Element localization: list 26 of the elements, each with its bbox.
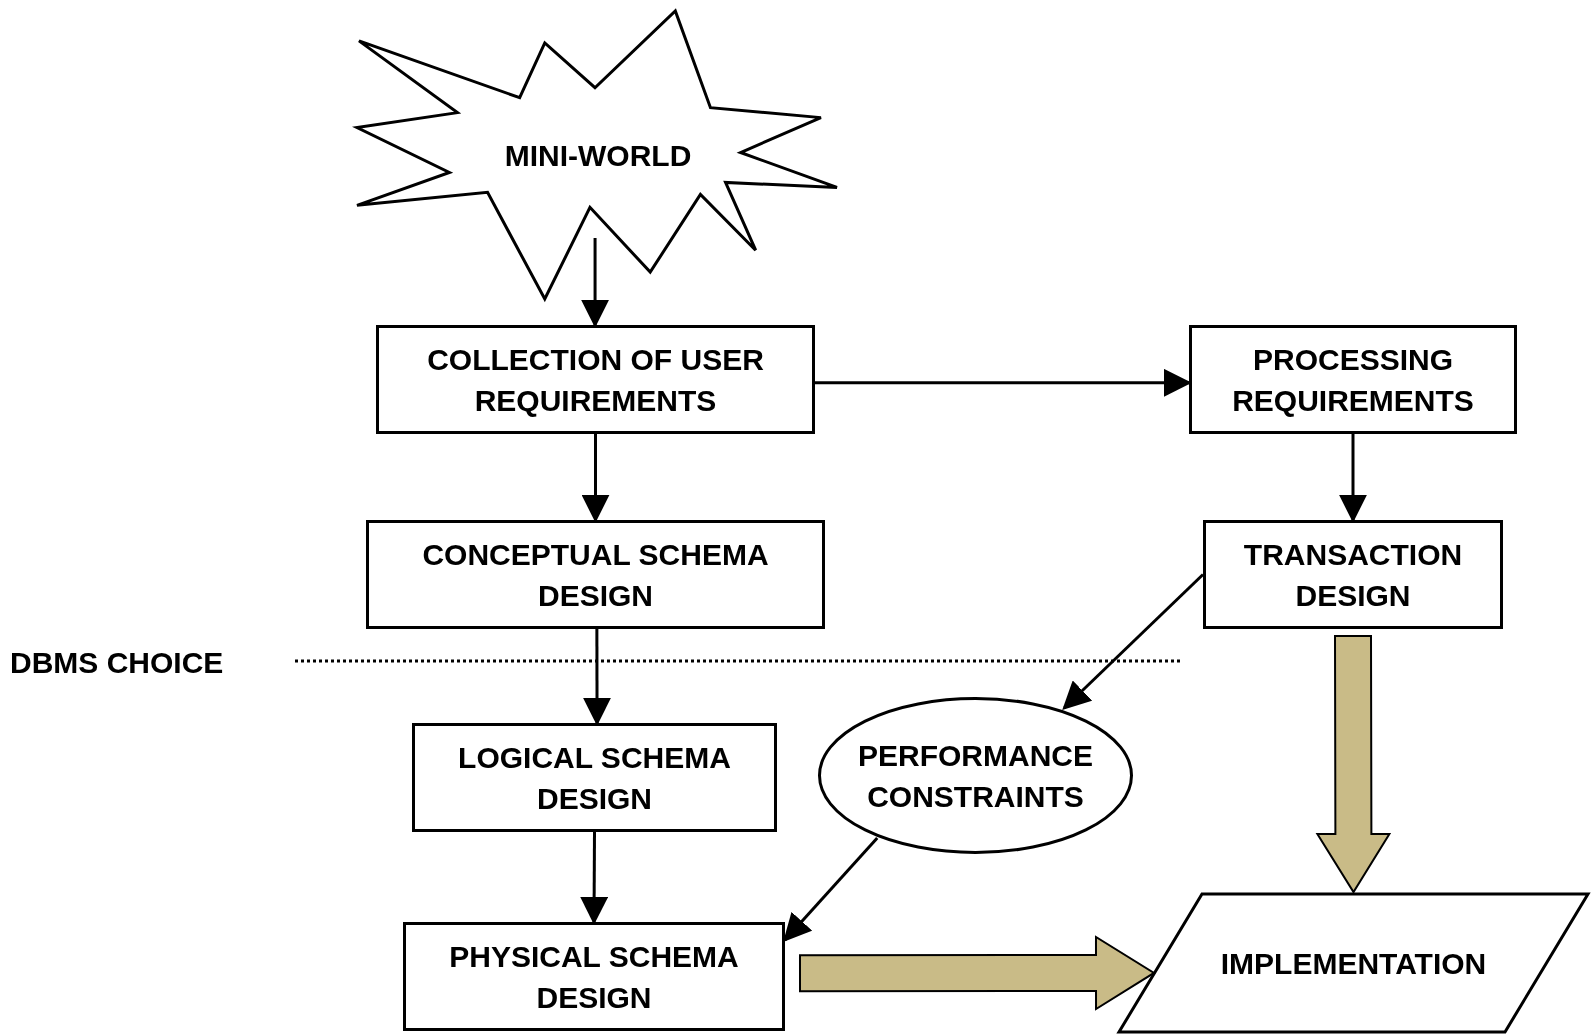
block-arrow — [1315, 634, 1392, 894]
process-box — [412, 723, 777, 832]
process-box — [403, 922, 785, 1031]
node-label: PHYSICAL SCHEMA DESIGN — [448, 938, 740, 1016]
arrow — [581, 238, 610, 328]
arrow — [1339, 434, 1367, 523]
node-label: MINI-WORLD — [504, 138, 692, 174]
process-box — [1203, 520, 1503, 629]
arrow — [783, 837, 879, 943]
node-label: PERFORMANCE CONSTRAINTS — [857, 737, 1094, 815]
process-box — [376, 325, 815, 434]
node-label: COLLECTION OF USER REQUIREMENTS — [426, 341, 765, 419]
divider-label: DBMS CHOICE — [10, 646, 224, 680]
arrow — [581, 434, 610, 523]
node-label: CONCEPTUAL SCHEMA DESIGN — [421, 536, 770, 614]
block-arrow — [799, 935, 1156, 1011]
node-label: IMPLEMENTATION — [1220, 945, 1487, 982]
node-label: LOGICAL SCHEMA DESIGN — [457, 739, 732, 817]
process-box — [366, 520, 825, 629]
arrow — [815, 368, 1192, 397]
node-label: TRANSACTION DESIGN — [1242, 536, 1464, 614]
arrow — [583, 629, 611, 726]
arrow — [580, 832, 609, 925]
arrow — [1062, 573, 1205, 710]
node-label: PROCESSING REQUIREMENTS — [1231, 341, 1475, 419]
process-box — [1189, 325, 1517, 434]
